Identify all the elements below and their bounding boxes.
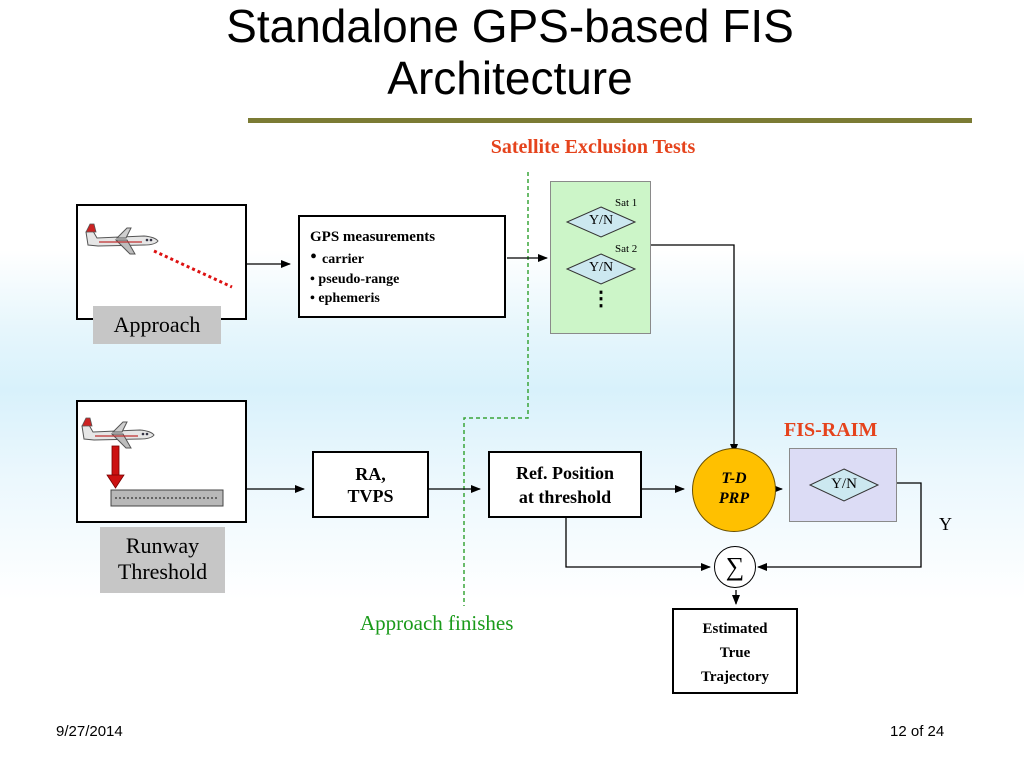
descent-arrow-icon (106, 445, 125, 489)
ra-line: RA, (355, 464, 386, 484)
sat1-decision-text: Y/N (588, 213, 614, 228)
runway-threshold-label: Runway Threshold (100, 527, 225, 593)
title-divider (248, 118, 972, 123)
slide-title: Standalone GPS-based FIS Architecture (150, 0, 870, 104)
gps-measurements-title: GPS measurements (310, 229, 436, 245)
ref-line-2: at threshold (518, 487, 612, 507)
footer-page-number: 12 of 24 (890, 723, 945, 740)
approach-finishes-label: Approach finishes (360, 611, 514, 635)
y-output-label: Y (939, 514, 952, 534)
more-satellites-ellipsis: ⋮ (591, 288, 611, 310)
arrow-raim-to-sum (757, 482, 922, 571)
sat1-decision-diamond (565, 206, 637, 238)
runway-label-line-1: Runway (125, 533, 200, 558)
runway-scene (76, 400, 247, 523)
ref-line-1: Ref. Position (516, 463, 614, 483)
satellite-exclusion-label: Satellite Exclusion Tests (490, 136, 696, 158)
td-prp-node: T-D PRP (692, 448, 776, 532)
estimate-line-1: Estimated (702, 621, 768, 637)
gps-item-carrier: • carrier (310, 246, 364, 268)
gps-measurements-box: GPS measurements • carrier • pseudo-rang… (298, 215, 506, 318)
approach-divider-dashed-line (463, 172, 529, 606)
gps-item-ephemeris: • ephemeris (310, 291, 380, 306)
approach-path-dotted-line (153, 249, 233, 289)
airplane-icon (81, 417, 155, 449)
sat2-label: Sat 2 (615, 243, 638, 255)
sat2-decision-diamond (565, 253, 637, 285)
estimated-trajectory-box: Estimated True Trajectory (672, 608, 798, 694)
sat1-label: Sat 1 (615, 197, 638, 209)
fis-raim-label: FIS-RAIM (784, 419, 878, 441)
estimate-line-3: Trajectory (700, 669, 769, 685)
ref-position-box: Ref. Position at threshold (488, 451, 642, 518)
approach-scene (76, 204, 247, 320)
title-line-2: Architecture (387, 52, 633, 104)
raim-decision-diamond (808, 468, 880, 502)
gps-item-pseudo-range: • pseudo-range (310, 272, 400, 287)
estimate-line-2: True (719, 645, 751, 661)
sat2-decision-text: Y/N (588, 260, 614, 275)
arrow-satellites-to-td (651, 244, 738, 454)
footer-date: 9/27/2014 (56, 723, 123, 740)
td-line: T-D (721, 470, 747, 487)
ra-tvps-box: RA, TVPS (312, 451, 429, 518)
prp-line: PRP (718, 490, 750, 507)
tvps-line: TVPS (347, 486, 394, 506)
runway-strip-icon (110, 489, 224, 507)
approach-label: Approach (93, 306, 221, 344)
runway-label-line-2: Threshold (117, 559, 208, 584)
summation-node: ∑ (714, 546, 756, 588)
raim-decision-text: Y/N (831, 476, 857, 492)
satellite-tests-panel: Sat 1 Y/N Sat 2 Y/N ⋮ (550, 181, 651, 334)
airplane-icon (85, 223, 159, 255)
arrow-ref-to-sum (565, 518, 711, 571)
fis-raim-panel: Y/N (789, 448, 897, 522)
title-line-1: Standalone GPS-based FIS (226, 0, 794, 52)
